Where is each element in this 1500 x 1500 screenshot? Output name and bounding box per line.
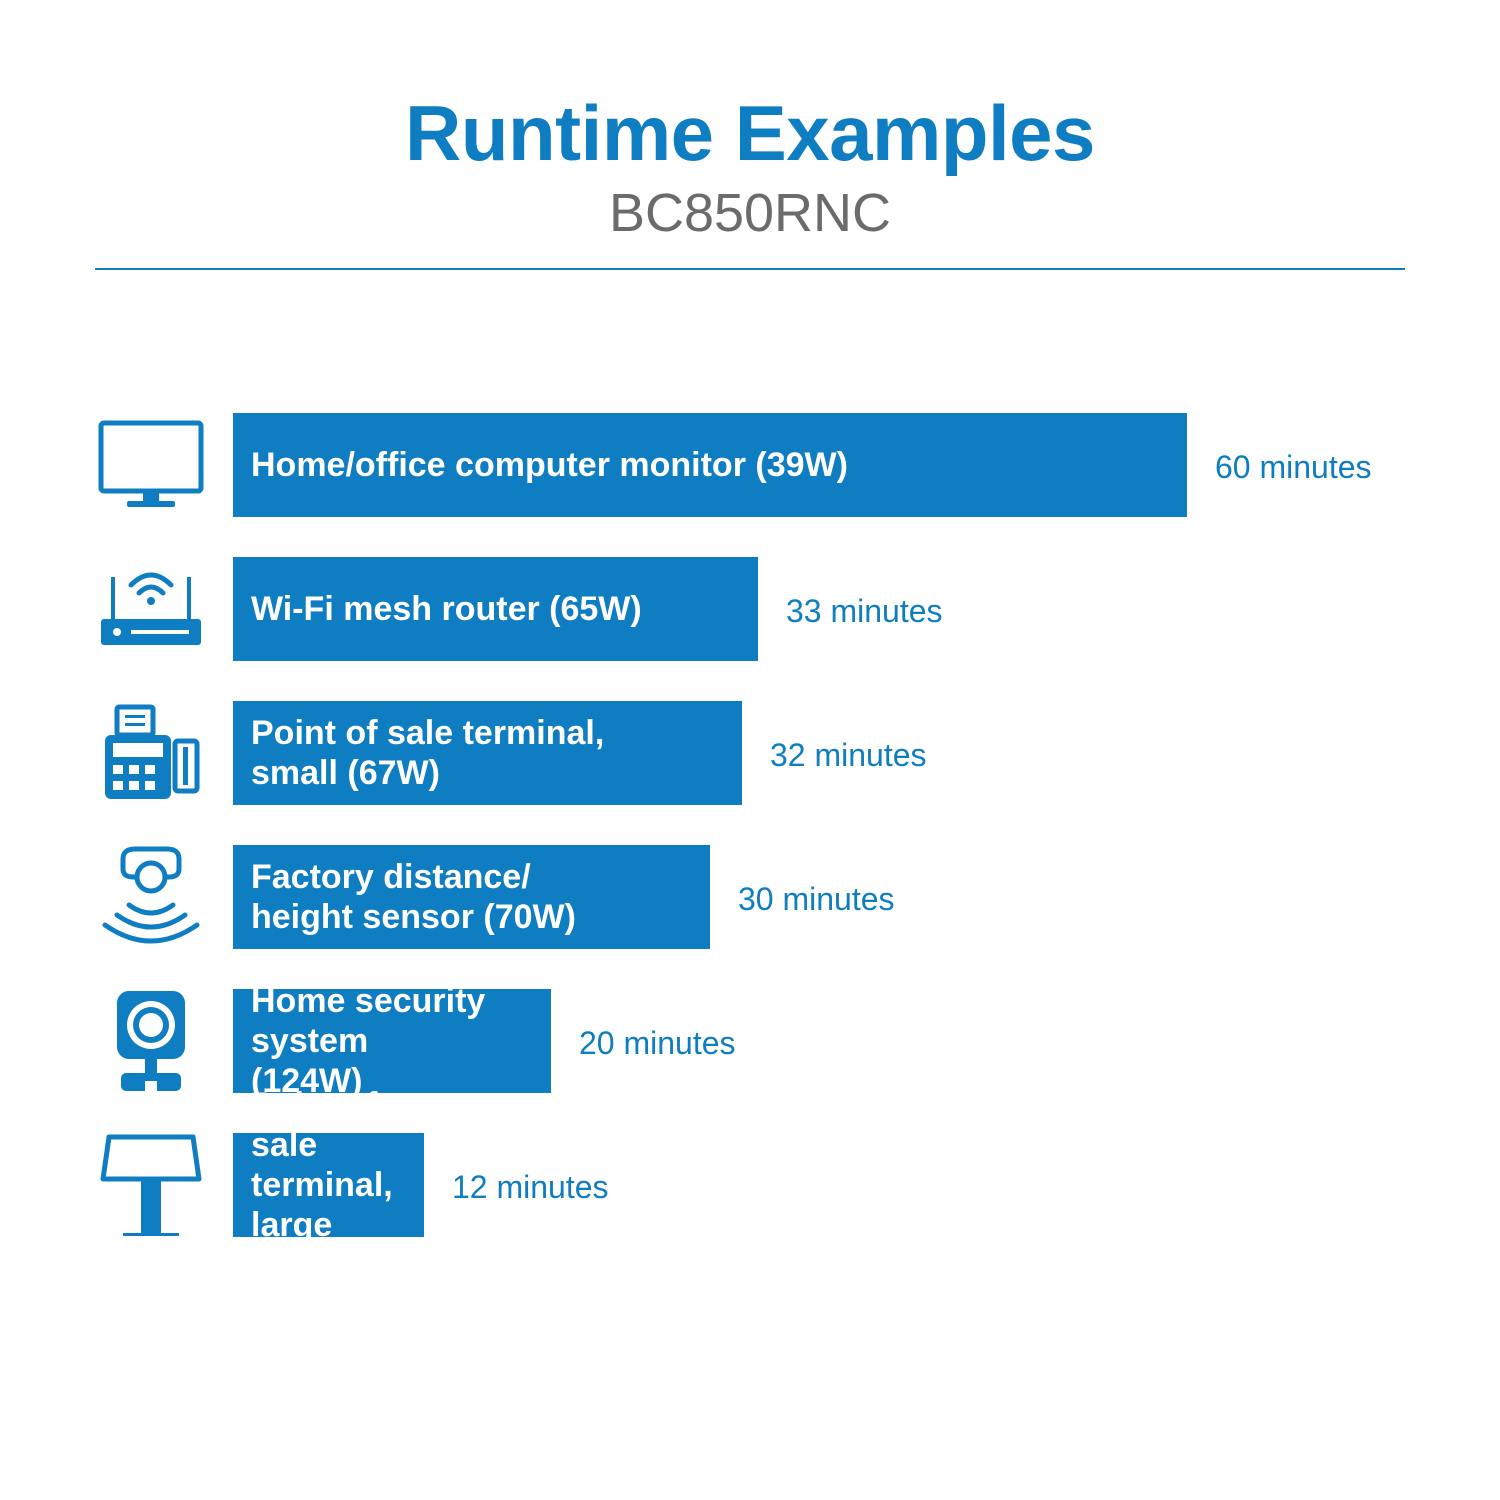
chart-row: Home security system (124W) 20 minutes xyxy=(0,982,1500,1100)
bar-category-label: Factory distance/ height sensor (70W) xyxy=(251,858,576,936)
chart-row: Point of sale terminal, small (67W) 32 mi… xyxy=(0,701,1500,805)
sensor-icon xyxy=(95,845,207,949)
chart-row: Wi-Fi mesh router (65W) 33 minutes xyxy=(0,557,1500,661)
bar-category-label: Wi-Fi mesh router (65W) xyxy=(251,590,642,628)
bar-value-label: 12 minutes xyxy=(452,1169,609,1205)
bar-value-label: 60 minutes xyxy=(1215,449,1372,485)
bar-category-label: Home security system (124W) xyxy=(251,982,486,1100)
pos-terminal-icon xyxy=(95,701,207,805)
bar-value-label: 30 minutes xyxy=(738,881,895,917)
security-camera-icon xyxy=(95,989,207,1093)
chart-row: Point of sale terminal, large (150W) 12 m… xyxy=(0,1086,1500,1284)
chart-bar: Wi-Fi mesh router (65W) xyxy=(233,557,758,661)
monitor-icon xyxy=(95,413,207,517)
title-divider xyxy=(95,268,1405,270)
bar-value-label: 32 minutes xyxy=(770,737,927,773)
bar-value-label: 20 minutes xyxy=(579,1025,736,1061)
chart-bar: Home/office computer monitor (39W) xyxy=(233,413,1187,517)
model-subtitle: BC850RNC xyxy=(608,183,892,243)
chart-bar: Home security system (124W) xyxy=(233,982,551,1100)
router-icon xyxy=(95,557,207,661)
pos-display-icon xyxy=(95,1133,207,1237)
chart-bar: Point of sale terminal, large (150W) xyxy=(233,1086,424,1284)
chart-bar: Point of sale terminal, small (67W) xyxy=(233,701,742,805)
chart-row: Factory distance/ height sensor (70W) 30 … xyxy=(0,845,1500,949)
chart-bar: Factory distance/ height sensor (70W) xyxy=(233,845,710,949)
bar-value-label: 33 minutes xyxy=(786,593,943,629)
bar-category-label: Point of sale terminal, large (150W) xyxy=(251,1086,393,1284)
page-title: Runtime Examples xyxy=(405,89,1095,177)
bar-category-label: Home/office computer monitor (39W) xyxy=(251,446,848,484)
bar-category-label: Point of sale terminal, small (67W) xyxy=(251,714,605,792)
chart-row: Home/office computer monitor (39W) 60 min… xyxy=(0,413,1500,517)
